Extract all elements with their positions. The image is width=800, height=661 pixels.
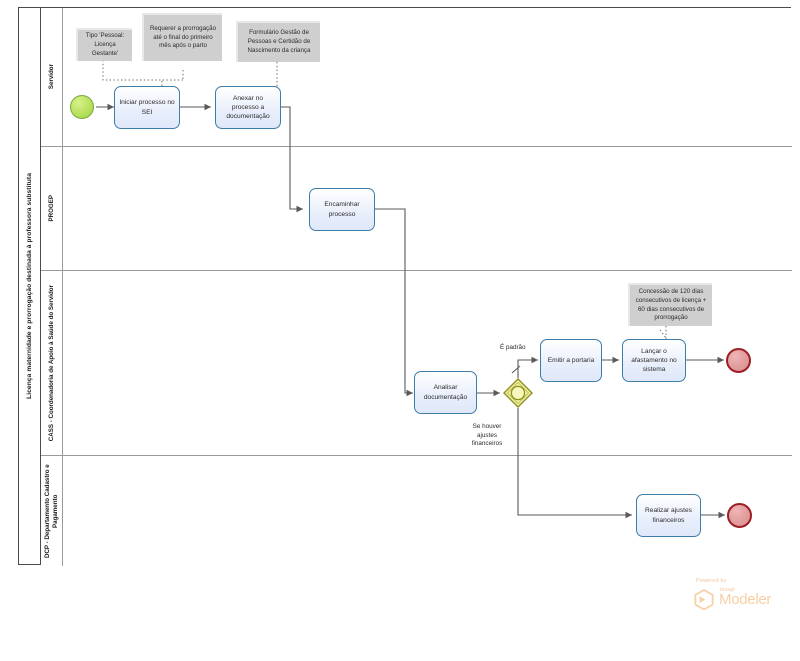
task-anexar-documentacao[interactable]: Anexar no processo a documentação bbox=[215, 86, 281, 129]
task-label: Emitir a portaria bbox=[547, 356, 595, 364]
annotation-tipo-pessoal-licenca-gestante: Tipo 'Pessoal: Licença Gestante' bbox=[76, 28, 132, 61]
annotation-requerer-prorrogacao: Requerer a prorrogação até o final do pr… bbox=[142, 13, 222, 61]
task-label: Encaminhar processo bbox=[324, 201, 360, 218]
watermark-brand-label: bizagi bbox=[720, 587, 735, 593]
end-event-cass[interactable] bbox=[726, 348, 751, 373]
lane-servidor-title: Servidor bbox=[41, 8, 63, 146]
end-event-dcp[interactable] bbox=[727, 503, 752, 528]
task-label: Anexar no processo a documentação bbox=[226, 94, 270, 121]
annotation-concessao-120-dias: Concessão de 120 dias consecutivos de li… bbox=[628, 283, 712, 326]
lane-cass-label: CASS - Coordenadoria de Apoio à Saúde do… bbox=[47, 284, 55, 442]
lane-servidor-label: Servidor bbox=[47, 64, 55, 90]
task-realizar-ajustes-financeiros[interactable]: Realizar ajustes financeiros bbox=[636, 494, 701, 537]
annotation-text: Formulário Gestão de Pessoas e Certidão … bbox=[247, 29, 311, 54]
task-iniciar-processo-no-sei[interactable]: Iniciar processo no SEI bbox=[114, 86, 180, 129]
task-label: Iniciar processo no SEI bbox=[119, 99, 175, 116]
watermark-product-label: Modeler bbox=[719, 591, 772, 608]
task-label: Realizar ajustes financeiros bbox=[645, 507, 692, 524]
lane-progep: PROGEP bbox=[41, 147, 792, 271]
start-event[interactable] bbox=[70, 95, 94, 119]
annotation-text: Tipo 'Pessoal: Licença Gestante' bbox=[85, 32, 125, 57]
pool-title: Licença maternidade e prorrogação destin… bbox=[19, 8, 41, 564]
task-analisar-documentacao[interactable]: Analisar documentação bbox=[414, 371, 477, 414]
flow-label-e-padrao: É padrão bbox=[500, 344, 526, 351]
lane-dcp-title: DCP - Departamento Cadastro e Pagamento bbox=[41, 456, 63, 566]
process-pool: Licença maternidade e prorrogação destin… bbox=[18, 7, 792, 566]
lane-progep-title: PROGEP bbox=[41, 147, 63, 270]
annotation-text: Concessão de 120 dias consecutivos de li… bbox=[635, 288, 707, 322]
task-label: Lançar o afastamento no sistema bbox=[631, 347, 677, 374]
bizagi-modeler-watermark: Powered by bizagi Modeler bbox=[686, 578, 786, 612]
bizagi-hexagon-icon bbox=[694, 589, 714, 615]
lane-progep-label: PROGEP bbox=[47, 195, 55, 222]
lane-dcp-label: DCP - Departamento Cadastro e Pagamento bbox=[43, 464, 59, 558]
annotation-formulario-gestao-pessoas: Formulário Gestão de Pessoas e Certidão … bbox=[236, 21, 320, 62]
task-lancar-afastamento-no-sistema[interactable]: Lançar o afastamento no sistema bbox=[622, 339, 686, 382]
flow-label-se-houver-ajustes-financeiros: Se houver ajustes financeiros bbox=[471, 423, 503, 447]
lane-cass-title: CASS - Coordenadoria de Apoio à Saúde do… bbox=[41, 271, 63, 455]
task-emitir-a-portaria[interactable]: Emitir a portaria bbox=[540, 339, 602, 382]
task-encaminhar-processo[interactable]: Encaminhar processo bbox=[309, 188, 375, 231]
watermark-powered-by-label: Powered by bbox=[696, 578, 727, 584]
inclusive-gateway[interactable] bbox=[503, 378, 533, 408]
annotation-text: Requerer a prorrogação até o final do pr… bbox=[149, 24, 217, 50]
task-label: Analisar documentação bbox=[423, 384, 468, 401]
pool-title-label: Licença maternidade e prorrogação destin… bbox=[26, 173, 33, 399]
